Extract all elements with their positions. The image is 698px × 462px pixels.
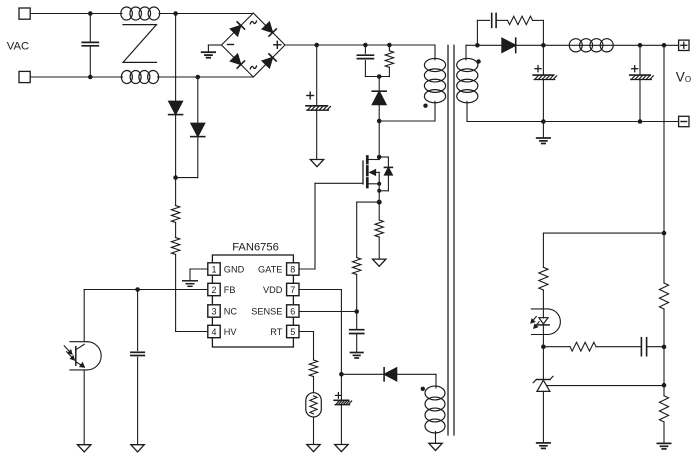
- svg-text:FB: FB: [224, 285, 236, 295]
- svg-text:3: 3: [211, 306, 216, 316]
- svg-text:NC: NC: [224, 307, 238, 317]
- svg-text:2: 2: [211, 285, 216, 295]
- svg-text:6: 6: [290, 306, 295, 316]
- svg-text:GATE: GATE: [258, 265, 282, 275]
- svg-text:HV: HV: [224, 327, 238, 337]
- svg-text:5: 5: [290, 327, 295, 337]
- svg-text:8: 8: [290, 264, 295, 274]
- svg-text:GND: GND: [224, 265, 245, 275]
- svg-text:VO: VO: [676, 69, 691, 84]
- svg-text:FAN6756: FAN6756: [232, 241, 279, 253]
- svg-text:SENSE: SENSE: [251, 307, 282, 317]
- svg-text:7: 7: [290, 285, 295, 295]
- svg-text:4: 4: [211, 327, 216, 337]
- svg-text:1: 1: [211, 264, 216, 274]
- svg-text:VDD: VDD: [263, 285, 283, 295]
- svg-text:VAC: VAC: [7, 40, 29, 52]
- svg-text:RT: RT: [270, 327, 282, 337]
